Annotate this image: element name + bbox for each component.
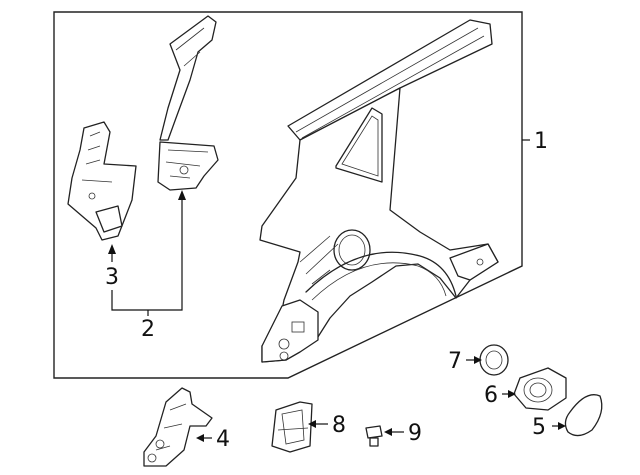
fuel-door-part xyxy=(564,394,603,437)
assembly-frame xyxy=(53,11,523,379)
bolt-part xyxy=(365,425,383,447)
bracket-lines xyxy=(111,198,183,311)
callout-7: 7 xyxy=(448,349,462,374)
quarter-panel-part xyxy=(259,19,499,363)
inner-pillar-part xyxy=(157,15,219,191)
grommet-part xyxy=(479,344,509,376)
fuel-housing-part xyxy=(513,367,567,411)
callout-8: 8 xyxy=(332,413,346,438)
fuel-pocket-part xyxy=(271,401,313,453)
callout-5: 5 xyxy=(532,415,546,440)
callout-4: 4 xyxy=(216,427,230,452)
callout-3: 3 xyxy=(105,265,119,290)
callout-9: 9 xyxy=(408,421,422,446)
callout-2: 2 xyxy=(141,317,155,342)
callout-1: 1 xyxy=(534,129,548,154)
lower-bracket-part xyxy=(143,387,213,467)
callout-6: 6 xyxy=(484,383,498,408)
extension-part xyxy=(67,121,137,241)
